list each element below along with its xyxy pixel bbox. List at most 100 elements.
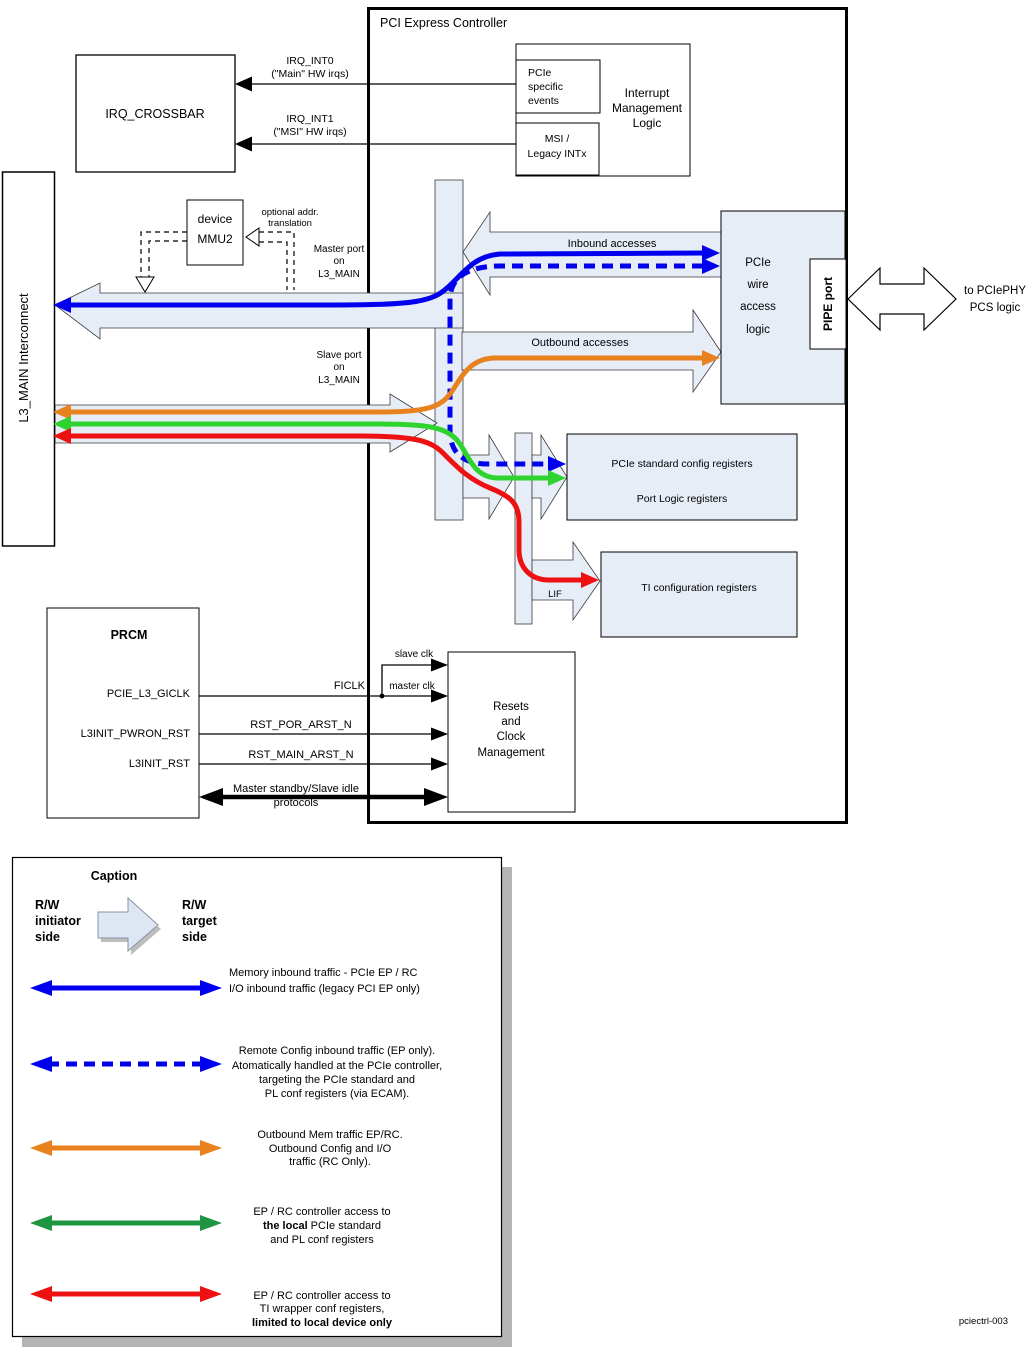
pcie-wire-label-3: access [740, 301, 776, 313]
mmu2-left-dashed-inner [148, 240, 187, 277]
legend-remote-text-3: targeting the PCIe standard and [259, 1074, 415, 1086]
optional-addr-label-2: translation [268, 218, 312, 229]
slave-clk-branch-wire [381, 664, 431, 696]
outbound-block-arrow [461, 308, 722, 394]
pcie-wire-label-2: wire [746, 279, 768, 291]
std-config-registers-label: PCIe standard config registers [611, 458, 752, 470]
prcm-signal-pwron-rst: L3INIT_PWRON_RST [81, 728, 191, 740]
mmu2-right-dashed-inner [259, 241, 288, 290]
resets-label-1: Resets [493, 701, 529, 713]
legend-remote-text-1: Remote Config inbound traffic (EP only). [239, 1045, 435, 1057]
internal-bus-bar [434, 179, 464, 521]
mmu2-down-open-arrowhead [135, 276, 155, 293]
ti-access-left-arrowhead [53, 428, 71, 444]
irq-crossbar-box [75, 54, 236, 173]
irq-crossbar-label: IRQ_CROSSBAR [105, 107, 204, 121]
mmu2-left-open-arrowhead [245, 227, 260, 247]
legend-caption: Caption [91, 869, 138, 883]
resets-label-4: Management [477, 747, 545, 759]
remote-config-left-arrowhead [548, 456, 566, 472]
irq-int1-sublabel: ("MSI" HW irqs) [273, 126, 346, 138]
master-port-label-2: on [333, 256, 344, 267]
mmu2-right-dashed-outer [259, 231, 295, 290]
legend-outbound-right-head [200, 1140, 222, 1156]
pipe-port-label: PIPE port [821, 277, 835, 331]
legend-box [11, 856, 503, 1338]
inbound-accesses-label: Inbound accesses [568, 238, 657, 250]
legend-remote-text-4: PL conf registers (via ECAM). [265, 1088, 409, 1100]
resets-label-3: Clock [497, 731, 526, 743]
legend-ti-right-head [200, 1286, 222, 1302]
mem-inbound-right-arrowhead [702, 245, 720, 261]
pipe-port-box [809, 258, 847, 350]
resets-label-2: and [501, 716, 520, 728]
local-config-path [68, 421, 551, 481]
legend-block-arrow [97, 896, 159, 953]
legend-mem-text-2: I/O inbound traffic (legacy PCI EP only) [229, 983, 420, 995]
prcm-signal-giclk: PCIE_L3_GICLK [107, 688, 191, 700]
standby-right-arrowhead [424, 788, 448, 806]
legend-ti-text-2: TI wrapper conf registers, [260, 1303, 385, 1315]
master-clk-arrowhead [431, 689, 448, 703]
outbound-right-arrowhead [702, 350, 720, 366]
remote-config-right-arrowhead [702, 258, 720, 274]
legend-initiator-1: R/W [35, 898, 60, 912]
legend: Caption R/W initiator side R/W target si… [11, 856, 512, 1347]
legend-local-config-right-head [200, 1215, 222, 1231]
slave-clk-arrowhead [431, 658, 448, 672]
legend-mem-inbound-right-head [200, 980, 222, 996]
l3-main-interconnect-box [1, 171, 56, 547]
pcie-specific-events-box [515, 59, 601, 114]
mmu2-left-dashed-outer [140, 231, 187, 277]
to-pciephy-label-2: PCS logic [970, 302, 1021, 314]
pipe-phy-double-arrow [847, 266, 957, 332]
standby-left-arrowhead [199, 788, 223, 806]
legend-remote-text-2: Atomatically handled at the PCIe control… [232, 1060, 442, 1072]
legend-outbound-text-1: Outbound Mem traffic EP/RC. [257, 1129, 402, 1141]
msi-legacy-label-2: Legacy INTx [528, 148, 588, 160]
ficlk-label: FICLK [334, 680, 366, 692]
legend-initiator-3: side [35, 930, 60, 944]
port-logic-registers-label: Port Logic registers [637, 493, 727, 505]
master-clk-label: master clk [389, 681, 436, 692]
rst-por-label: RST_POR_ARST_N [250, 719, 352, 731]
legend-ti-text-3: limited to local device only [252, 1317, 393, 1329]
prcm-signal-rst: L3INIT_RST [129, 758, 190, 770]
legend-target-2: target [182, 914, 218, 928]
legend-local-config-left-head [30, 1215, 52, 1231]
legend-local-text-2-rest: PCIe standard [308, 1220, 381, 1232]
optional-addr-label-1: optional addr. [261, 207, 318, 218]
outbound-accesses-label: Outbound accesses [531, 337, 629, 349]
pcie-controller-title: PCI Express Controller [380, 16, 507, 30]
prcm-box [46, 607, 200, 819]
rst-por-arrowhead [431, 727, 448, 741]
legend-outbound-text-3: traffic (RC Only). [289, 1156, 371, 1168]
legend-mem-text-1: Memory inbound traffic - PCIe EP / RC [229, 967, 418, 979]
lif-label: LIF [548, 589, 562, 600]
resets-clock-mgmt-box [447, 651, 576, 813]
mem-inbound-left-arrowhead [53, 297, 71, 313]
irq-int1-arrowhead [235, 136, 252, 152]
lif-bus-bar [514, 432, 533, 625]
pcie-wire-label-4: logic [746, 324, 770, 336]
standby-label-1: Master standby/Slave idle [233, 783, 359, 795]
mem-inbound-path [68, 250, 706, 308]
local-config-left-arrowhead [53, 416, 71, 432]
ti-config-registers-box [600, 551, 798, 638]
rst-main-arrowhead [431, 757, 448, 771]
legend-remote-config-right-head [200, 1056, 222, 1072]
irq-int1-label: IRQ_INT1 [286, 113, 333, 125]
pcie-events-label-2: specific [528, 81, 563, 93]
interrupt-mgmt-label-3: Logic [633, 116, 662, 130]
legend-local-text-2-bold: the local [263, 1220, 308, 1232]
local-config-right-arrowhead [548, 470, 566, 486]
figure-label: pciectrl-003 [959, 1316, 1008, 1327]
master-port-block-arrow [54, 282, 464, 340]
legend-local-text-3: and PL conf registers [270, 1234, 374, 1246]
legend-target-3: side [182, 930, 207, 944]
legend-outbound-left-head [30, 1140, 52, 1156]
slave-port-label-2: on [333, 362, 344, 373]
outbound-path [68, 355, 705, 415]
slave-clk-label: slave clk [395, 649, 434, 660]
